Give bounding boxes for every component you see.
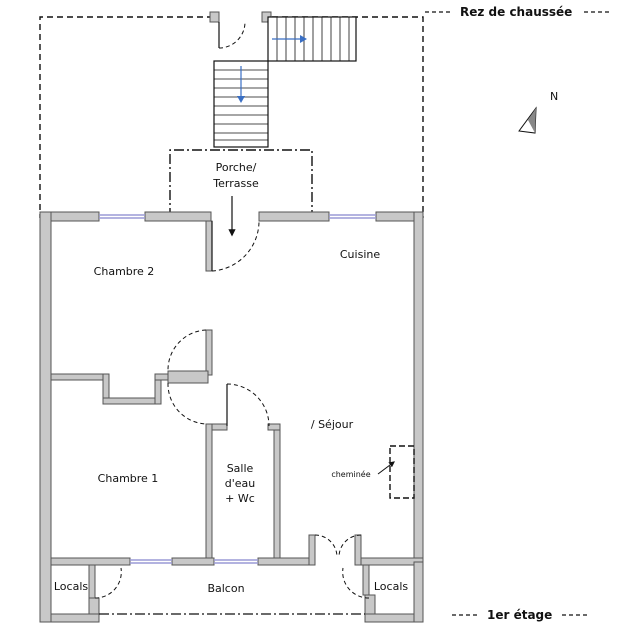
walls [39, 211, 424, 623]
ground-floor-label: Rez de chaussée [460, 5, 572, 19]
room-label-living: / Séjour [311, 418, 354, 431]
room-label-bathroom-line1: Salle [227, 462, 254, 475]
first-floor-label: 1er étage [487, 608, 552, 622]
ground-floor-header: Rez de chaussée [425, 5, 610, 19]
first-floor-header: 1er étage [452, 608, 588, 622]
room-label-bedroom1: Chambre 1 [98, 472, 159, 485]
room-label-kitchen: Cuisine [340, 248, 380, 261]
doors [94, 220, 370, 599]
ground-floor-door [209, 11, 272, 49]
north-arrow-icon [518, 106, 537, 134]
stair-direction-arrow-icon [237, 96, 245, 103]
room-label-bathroom-line3: + Wc [225, 492, 255, 505]
room-label-balcony: Balcon [207, 582, 244, 595]
room-label-storage-right: Locals [374, 580, 409, 593]
room-label-porch-line2: Terrasse [212, 177, 259, 190]
room-label-porch-line1: Porche/ [216, 161, 257, 174]
room-label-fireplace: cheminée [331, 469, 370, 479]
room-label-bathroom-line2: d'eau [225, 477, 256, 490]
staircase-upper [267, 16, 357, 62]
windows [99, 214, 376, 564]
room-label-bedroom2: Chambre 2 [94, 265, 155, 278]
fireplace [377, 445, 415, 499]
north-label: N [550, 90, 558, 103]
staircase-lower [213, 60, 269, 148]
room-label-storage-left: Locals [54, 580, 89, 593]
stair-direction-arrow-icon [300, 35, 307, 43]
porch-outline [169, 149, 313, 218]
